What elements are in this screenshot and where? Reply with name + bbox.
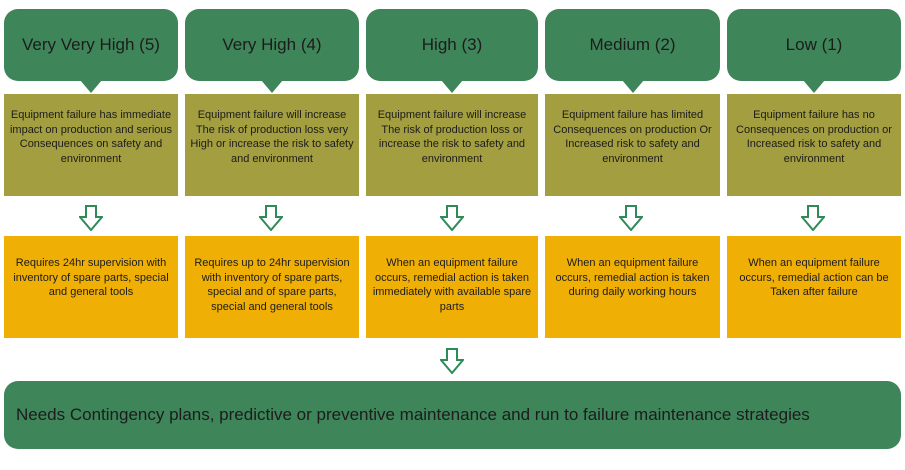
down-arrow-icon (440, 348, 464, 374)
level-requirement-box: When an equipment failure occurs, remedi… (545, 236, 720, 338)
level-requirement: When an equipment failure occurs, remedi… (372, 257, 532, 313)
level-title: Very High (4) (222, 35, 322, 54)
level-description: Equipment failure will increase The risk… (190, 109, 354, 165)
callout-pointer (261, 80, 283, 93)
callout-pointer (441, 80, 463, 93)
level-description: Equipment failure has immediate impact o… (9, 109, 173, 165)
level-description: Equipment failure will increase The risk… (377, 109, 527, 165)
maintenance-strategy-banner: Needs Contingency plans, predictive or p… (4, 381, 901, 449)
callout-pointer (80, 80, 102, 93)
maintenance-strategy-text: Needs Contingency plans, predictive or p… (16, 405, 810, 424)
level-requirement: Requires up to 24hr supervision with inv… (194, 257, 350, 313)
level-requirement-box: Requires up to 24hr supervision with inv… (185, 236, 359, 338)
level-header-high: High (3) (366, 9, 538, 93)
level-title: Medium (2) (589, 35, 676, 54)
level-requirement: Requires 24hr supervision with inventory… (13, 257, 169, 298)
level-header-medium: Medium (2) (545, 9, 720, 93)
down-arrow-icon (259, 205, 283, 231)
down-arrow-icon (79, 205, 103, 231)
level-requirement-box: When an equipment failure occurs, remedi… (366, 236, 538, 338)
level-header-low: Low (1) (727, 9, 901, 93)
level-header-very-very-high: Very Very High (5) (4, 9, 178, 93)
level-requirement: When an equipment failure occurs, remedi… (555, 257, 710, 298)
level-description-box: Equipment failure will increase The risk… (185, 94, 359, 196)
level-description-box: Equipment failure has no Consequences on… (727, 94, 901, 196)
level-requirement-box: Requires 24hr supervision with inventory… (4, 236, 178, 338)
down-arrow-icon (801, 205, 825, 231)
level-requirement: When an equipment failure occurs, remedi… (739, 257, 889, 298)
level-description-box: Equipment failure has limited Consequenc… (545, 94, 720, 196)
callout-pointer (803, 80, 825, 93)
level-title: Very Very High (5) (22, 35, 160, 54)
down-arrow-icon (440, 205, 464, 231)
level-description-box: Equipment failure will increase The risk… (366, 94, 538, 196)
level-title: High (3) (421, 35, 483, 54)
level-description: Equipment failure has limited Consequenc… (553, 109, 712, 165)
level-description: Equipment failure has no Consequences on… (736, 109, 892, 165)
callout-pointer (621, 80, 644, 93)
down-arrow-icon (619, 205, 643, 231)
level-description-box: Equipment failure has immediate impact o… (4, 94, 178, 196)
level-requirement-box: When an equipment failure occurs, remedi… (727, 236, 901, 338)
level-header-very-high: Very High (4) (185, 9, 359, 93)
level-title: Low (1) (785, 35, 843, 54)
